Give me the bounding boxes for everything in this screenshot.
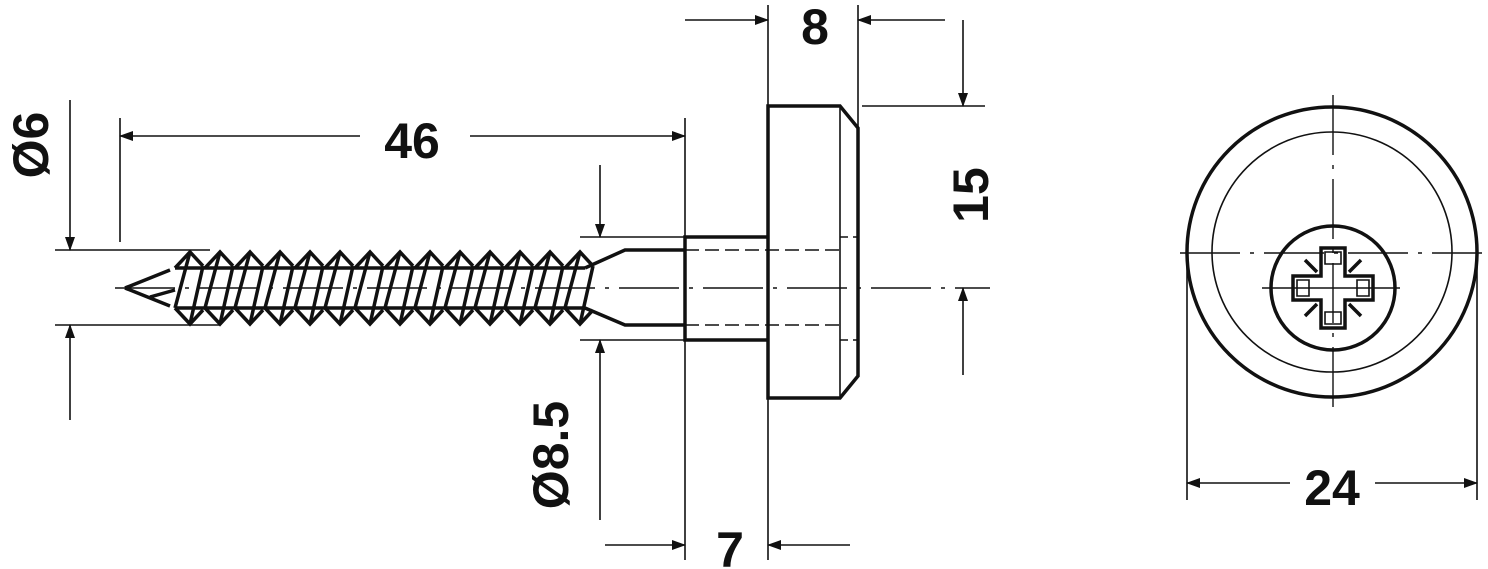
thread-turn [203,251,235,325]
thread-turn [323,251,355,325]
cap-head [766,104,860,400]
thread-turn [473,251,505,325]
dim-head-height: 8 [801,0,829,55]
thread-turn [413,251,445,325]
head-outer-circle [1185,105,1479,399]
thread-turn [175,266,585,310]
dim-thread-diameter: Ø6 [3,112,59,179]
thread-turn [563,251,595,325]
thread-turn [503,251,535,325]
dim-collar-length: 7 [716,522,744,569]
dim-head-diameter: 24 [1304,460,1360,516]
dim-collar-diameter: Ø8.5 [523,401,579,509]
screw-shank [584,248,685,327]
pozidriv-recess-icon [1291,246,1375,330]
head-inner-circle [1211,131,1453,373]
thread-turn [533,251,565,325]
dim-offset-15: 15 [943,167,999,223]
thread-turn [233,251,265,325]
front-view: 24 [1180,95,1482,516]
thread-turn [173,251,205,325]
thread-turn [293,251,325,325]
side-view: 46 8 15 Ø6 Ø8.5 7 [3,0,999,569]
thread-turn [383,251,415,325]
dim-thread-length: 46 [384,113,440,169]
thread-turn [263,251,295,325]
thread-turn [353,251,385,325]
thread-turn [443,251,475,325]
thread-turn [124,268,176,308]
screw-thread [124,249,595,327]
